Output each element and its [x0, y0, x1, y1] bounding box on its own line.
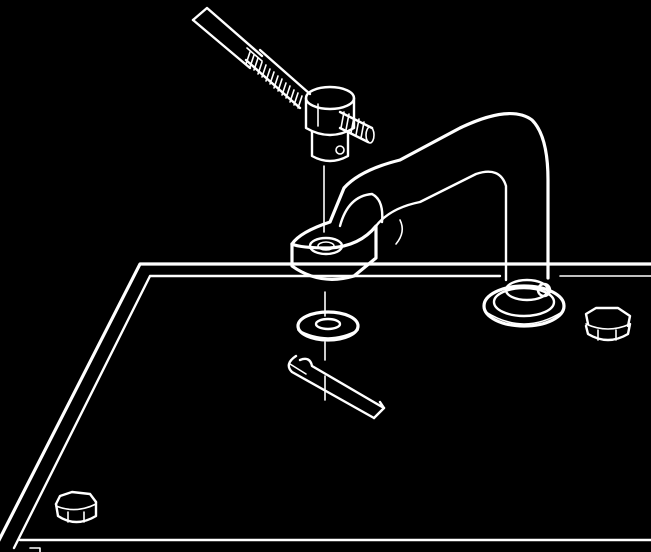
bent-lever-arm	[290, 112, 552, 302]
threaded-rod	[191, 6, 312, 110]
pivot-bushing	[482, 284, 566, 328]
mounting-plate	[0, 262, 651, 552]
flat-washer	[296, 310, 360, 342]
hex-nut-right	[584, 306, 632, 342]
threaded-rod-thread-icon	[244, 47, 312, 110]
assembly-axis-line	[323, 165, 326, 401]
cross-bolt-thread-icon	[338, 110, 375, 144]
hex-nut-left	[54, 490, 98, 524]
cotter-pin	[287, 354, 386, 420]
swivel-connector	[304, 85, 375, 163]
